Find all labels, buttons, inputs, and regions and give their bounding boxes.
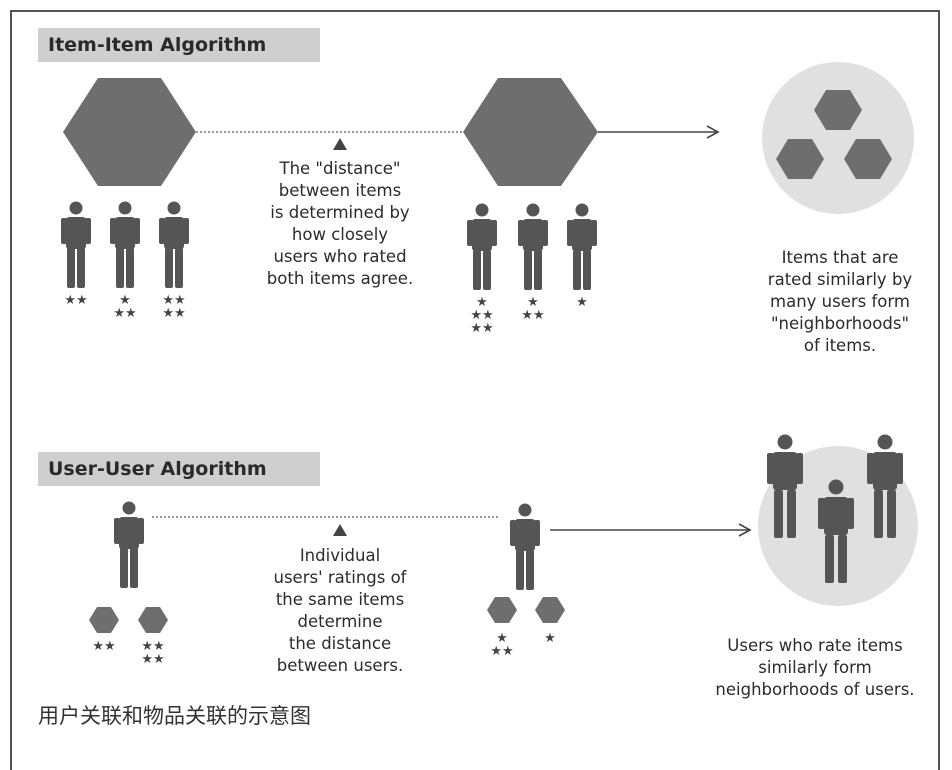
star-rating: ★★ (58, 294, 94, 307)
caption-line: "neighborhoods" (770, 314, 910, 333)
item-hexagon-left (63, 78, 196, 186)
star-rating: ★★ (86, 640, 122, 653)
user-neighborhood-caption: Users who rate items similarly form neig… (695, 635, 935, 701)
item-hexagon-right (463, 78, 598, 186)
caption-line: of items. (803, 336, 877, 355)
star-rating: ★ ★★ (484, 632, 520, 658)
user-user-section-label: User-User Algorithm (38, 452, 320, 486)
caption-line: how closely (291, 225, 389, 244)
stars-row: ★★ (162, 293, 186, 308)
caption-line: Individual (299, 546, 381, 565)
neighborhood-hexagon-top (814, 90, 862, 130)
caption-line: the distance (288, 634, 392, 653)
stars-row: ★★ (162, 306, 186, 321)
user-icon (61, 201, 91, 288)
stars-row: ★★ (490, 644, 514, 659)
stars-row: ★★ (113, 306, 137, 321)
neighborhood-hexagon-right (844, 139, 892, 179)
caption-line: similarly form (758, 658, 872, 677)
stars-row: ★★ (470, 308, 494, 323)
caption-line: both items agree. (266, 269, 414, 288)
stars-row: ★ (544, 631, 556, 646)
figure-caption: 用户关联和物品关联的示意图 (38, 704, 311, 728)
user-icon (114, 501, 144, 588)
caption-line: The "distance" (279, 159, 401, 178)
caption-line: is determined by (270, 203, 410, 222)
item-item-section-label: Item-Item Algorithm (38, 28, 320, 62)
stars-row: ★★ (141, 639, 165, 654)
stars-row: ★ (527, 295, 539, 310)
stars-row: ★ (119, 293, 131, 308)
user-icon (467, 203, 497, 290)
caption-line: users who rated (273, 247, 407, 266)
star-rating: ★★ ★★ (156, 294, 192, 320)
diagram-frame (10, 10, 940, 770)
star-rating: ★ (532, 632, 568, 645)
star-rating: ★ ★★ (107, 294, 143, 320)
item-neighborhood-caption: Items that are rated similarly by many u… (740, 247, 940, 357)
star-rating: ★★ ★★ (135, 640, 171, 666)
item-hexagon-small (138, 607, 168, 633)
user-icon (159, 201, 189, 288)
star-rating: ★ (564, 296, 600, 309)
item-hexagon-small (487, 597, 517, 623)
stars-row: ★ (496, 631, 508, 646)
item-neighborhood-circle (762, 62, 914, 214)
caption-line: between users. (276, 656, 404, 675)
star-rating: ★ ★★ (515, 296, 551, 322)
caption-line: users' ratings of (273, 568, 407, 587)
caption-line: many users form (770, 292, 910, 311)
caption-line: neighborhoods of users. (715, 680, 915, 699)
user-icon (567, 203, 597, 290)
item-hexagon-small (535, 597, 565, 623)
caption-line: the same items (275, 590, 405, 609)
stars-row: ★★ (92, 639, 116, 654)
user-distance-caption: Individual users' ratings of the same it… (230, 545, 450, 677)
user-icon (110, 201, 140, 288)
stars-row: ★ (476, 295, 488, 310)
stars-row: ★★ (64, 293, 88, 308)
user-caption-triangle-icon (333, 524, 347, 536)
star-rating: ★ ★★ ★★ (464, 296, 500, 335)
item-distance-caption: The "distance" between items is determin… (230, 158, 450, 290)
caption-line: rated similarly by (767, 270, 913, 289)
stars-row: ★★ (521, 308, 545, 323)
caption-line: Items that are (781, 248, 899, 267)
item-caption-triangle-icon (333, 138, 347, 150)
caption-line: between items (278, 181, 402, 200)
stars-row: ★★ (141, 652, 165, 667)
user-icon (518, 203, 548, 290)
caption-line: Users who rate items (727, 636, 903, 655)
neighborhood-hexagon-left (776, 139, 824, 179)
item-hexagon-small (89, 607, 119, 633)
stars-row: ★★ (470, 321, 494, 336)
stars-row: ★ (576, 295, 588, 310)
caption-line: determine (297, 612, 383, 631)
user-icon (510, 503, 540, 590)
